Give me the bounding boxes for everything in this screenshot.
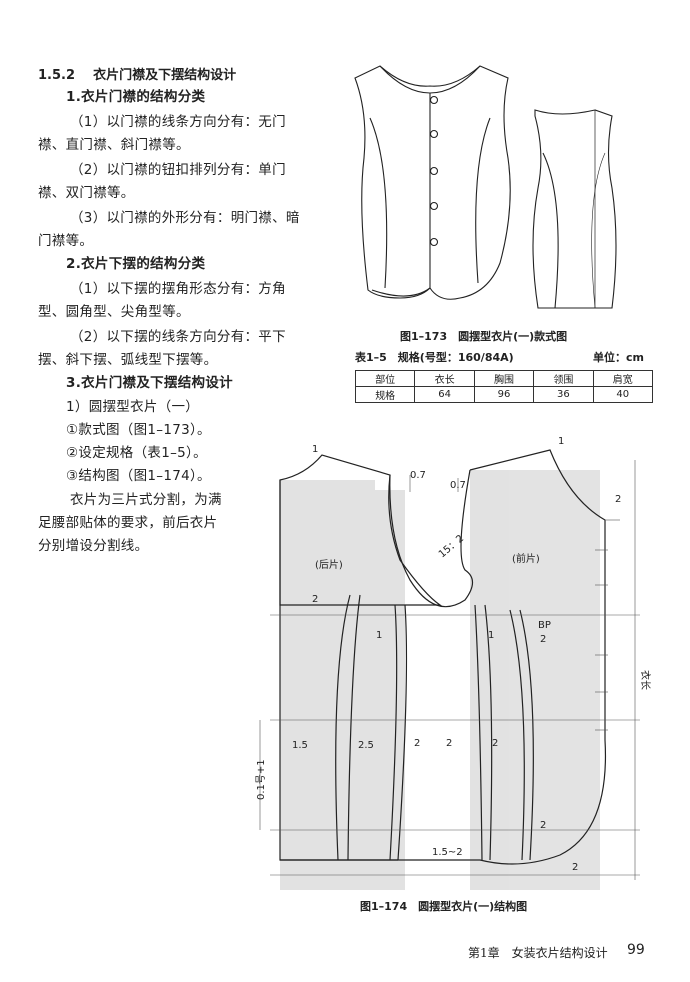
length-label: 衣长 (639, 670, 652, 690)
table-cell: 96 (473, 386, 535, 403)
section-title: 衣片门襟及下摆结构设计 (93, 68, 237, 83)
table-cell: 胸围 (473, 370, 535, 387)
para-2a: （2）以门襟的钮扣排列分有：单门 (70, 162, 286, 178)
table-caption: 表1–5 规格(号型：160/84A) (355, 351, 514, 364)
heading-2: 2.衣片下摆的结构分类 (66, 256, 206, 272)
table-unit: 单位：cm (593, 351, 644, 364)
table-cell: 36 (533, 386, 594, 403)
table-cell: 规格 (354, 386, 416, 403)
bp-label: BP (538, 620, 551, 631)
para-6a: 衣片为三片式分割，为满 (70, 492, 222, 508)
front-label: (前片) (512, 552, 540, 565)
spec-table: 部位 衣长 胸围 领围 肩宽 规格 64 96 36 40 (354, 370, 654, 403)
table-header-row: 部位 衣长 胸围 领围 肩宽 (354, 370, 654, 387)
dim-2f: 2 (492, 738, 498, 749)
table-cell: 64 (414, 386, 475, 403)
page-number: 99 (627, 942, 645, 958)
dim-152b: 1.5~2 (432, 847, 463, 858)
dim-07a: 0.7 (410, 470, 426, 481)
pattern-drawing: (后片) (前片) BP 衣长 0.1号+1 1 1 2 0.7 0.7 15：… (255, 436, 652, 890)
table-row: 规格 64 96 36 40 (354, 386, 654, 403)
table-cell: 肩宽 (592, 370, 654, 387)
dim-2g: 2 (540, 820, 546, 831)
side-label: 0.1号+1 (255, 759, 267, 800)
para-6c: 分别增设分割线。 (38, 538, 149, 554)
dim-1c: 1 (376, 630, 382, 641)
dim-1: 1 (312, 444, 318, 455)
dim-2d: 2 (414, 738, 420, 749)
para-4a: （1）以下摆的摆角形态分有：方角 (70, 281, 286, 297)
dim-25: 2.5 (358, 740, 374, 751)
step-3: ②设定规格（表1–5）。 (66, 445, 207, 461)
dim-2: 2 (615, 494, 621, 505)
para-6b: 足腰部贴体的要求，前后衣片 (38, 515, 218, 531)
dim-07b: 0.7 (450, 480, 466, 491)
para-3a: （3）以门襟的外形分有：明门襟、暗 (70, 210, 300, 226)
section-number: 1.5.2 (38, 68, 76, 83)
style-drawing (354, 65, 617, 309)
table-cell: 部位 (354, 370, 416, 387)
section-heading: 1.5.2 衣片门襟及下摆结构设计 (38, 64, 236, 83)
figure-173-caption: 图1–173 圆摆型衣片(一)款式图 (400, 330, 568, 343)
heading-1: 1.衣片门襟的结构分类 (66, 89, 206, 105)
footer-chapter: 第1章 女装衣片结构设计 (468, 946, 608, 960)
para-5b: 摆、斜下摆、弧线型下摆等。 (38, 352, 218, 368)
dim-2c: 2 (540, 634, 546, 645)
para-2b: 襟、双门襟等。 (38, 185, 135, 201)
step-1: 1）圆摆型衣片（一） (66, 399, 200, 415)
para-5a: （2）以下摆的线条方向分有：平下 (70, 329, 286, 345)
step-2: ①款式图（图1–173）。 (66, 422, 211, 438)
table-cell: 40 (592, 386, 654, 403)
para-1a: （1）以门襟的线条方向分有：无门 (70, 114, 286, 130)
dim-2e: 2 (446, 738, 452, 749)
para-1b: 襟、直门襟、斜门襟等。 (38, 137, 190, 153)
dim-1b: 1 (558, 436, 564, 447)
dim-2h: 2 (572, 862, 578, 873)
para-3b: 门襟等。 (38, 233, 94, 249)
table-cell: 衣长 (414, 370, 475, 387)
step-4: ③结构图（图1–174）。 (66, 468, 211, 484)
table-cell: 领围 (533, 370, 594, 387)
dim-1d: 1 (488, 630, 494, 641)
dim-2b: 2 (312, 594, 318, 605)
heading-3: 3.衣片门襟及下摆结构设计 (66, 375, 233, 391)
dim-15: 1.5 (292, 740, 308, 751)
para-4b: 型、圆角型、尖角型等。 (38, 304, 190, 320)
figure-174-caption: 图1–174 圆摆型衣片(一)结构图 (360, 900, 528, 913)
back-label: (后片) (315, 558, 343, 571)
